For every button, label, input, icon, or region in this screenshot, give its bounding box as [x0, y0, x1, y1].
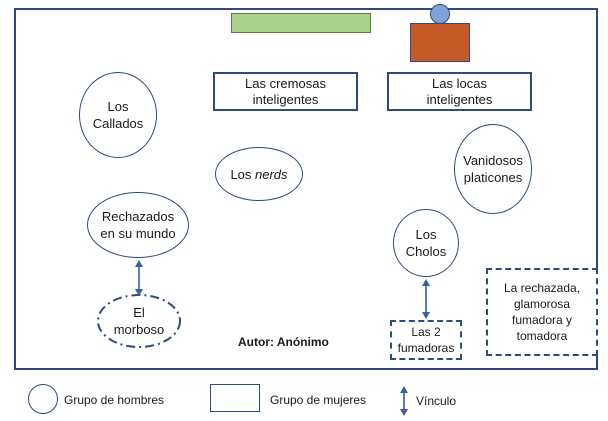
group-los-nerds-label: Los nerds [230, 166, 287, 183]
legend-men-label: Grupo de hombres [64, 393, 165, 407]
group-vanidosos-label: Vanidosos platicones [463, 153, 523, 185]
link-rechazados-morboso [135, 260, 143, 296]
author-text: Autor: Anónimo [238, 335, 329, 349]
group-el-morboso-label: El morboso [113, 305, 165, 337]
link-cholos-fumadoras [422, 279, 430, 319]
group-las-locas: Las locas inteligentes [387, 72, 532, 111]
group-las-locas-label: Las locas inteligentes [426, 75, 493, 107]
legend-women-symbol [210, 384, 260, 412]
group-los-nerds: Los nerds [215, 147, 303, 201]
classroom-frame [14, 8, 598, 370]
teacher-desk [410, 23, 470, 62]
group-las-cremosas: Las cremosas inteligentes [213, 72, 358, 111]
group-las-cremosas-label: Las cremosas inteligentes [245, 75, 326, 107]
group-los-cholos-label: Los Cholos [405, 227, 447, 259]
group-los-cholos: Los Cholos [393, 209, 459, 277]
group-rechazados: Rechazados en su mundo [87, 192, 189, 258]
nerds-prefix: Los [230, 166, 256, 182]
group-la-rechazada-label: La rechazada, glamorosa fumadora y tomad… [503, 281, 581, 343]
teacher-head [430, 4, 450, 24]
legend-women-label: Grupo de mujeres [270, 393, 367, 407]
nerds-word: nerds [255, 166, 288, 182]
group-las-2-fumadoras-label: Las 2 fumadoras [397, 325, 455, 355]
green-board [231, 13, 371, 33]
group-las-2-fumadoras: Las 2 fumadoras [390, 320, 462, 360]
group-vanidosos: Vanidosos platicones [454, 124, 532, 214]
legend-link-label: Vínculo [416, 394, 457, 408]
group-los-callados: Los Callados [79, 72, 157, 158]
group-los-callados-label: Los Callados [92, 99, 144, 131]
group-la-rechazada: La rechazada, glamorosa fumadora y tomad… [486, 268, 598, 356]
legend-link-symbol [400, 386, 408, 416]
legend-men-symbol [28, 384, 58, 414]
group-el-morboso: El morboso [96, 293, 182, 349]
group-rechazados-label: Rechazados en su mundo [100, 209, 176, 241]
